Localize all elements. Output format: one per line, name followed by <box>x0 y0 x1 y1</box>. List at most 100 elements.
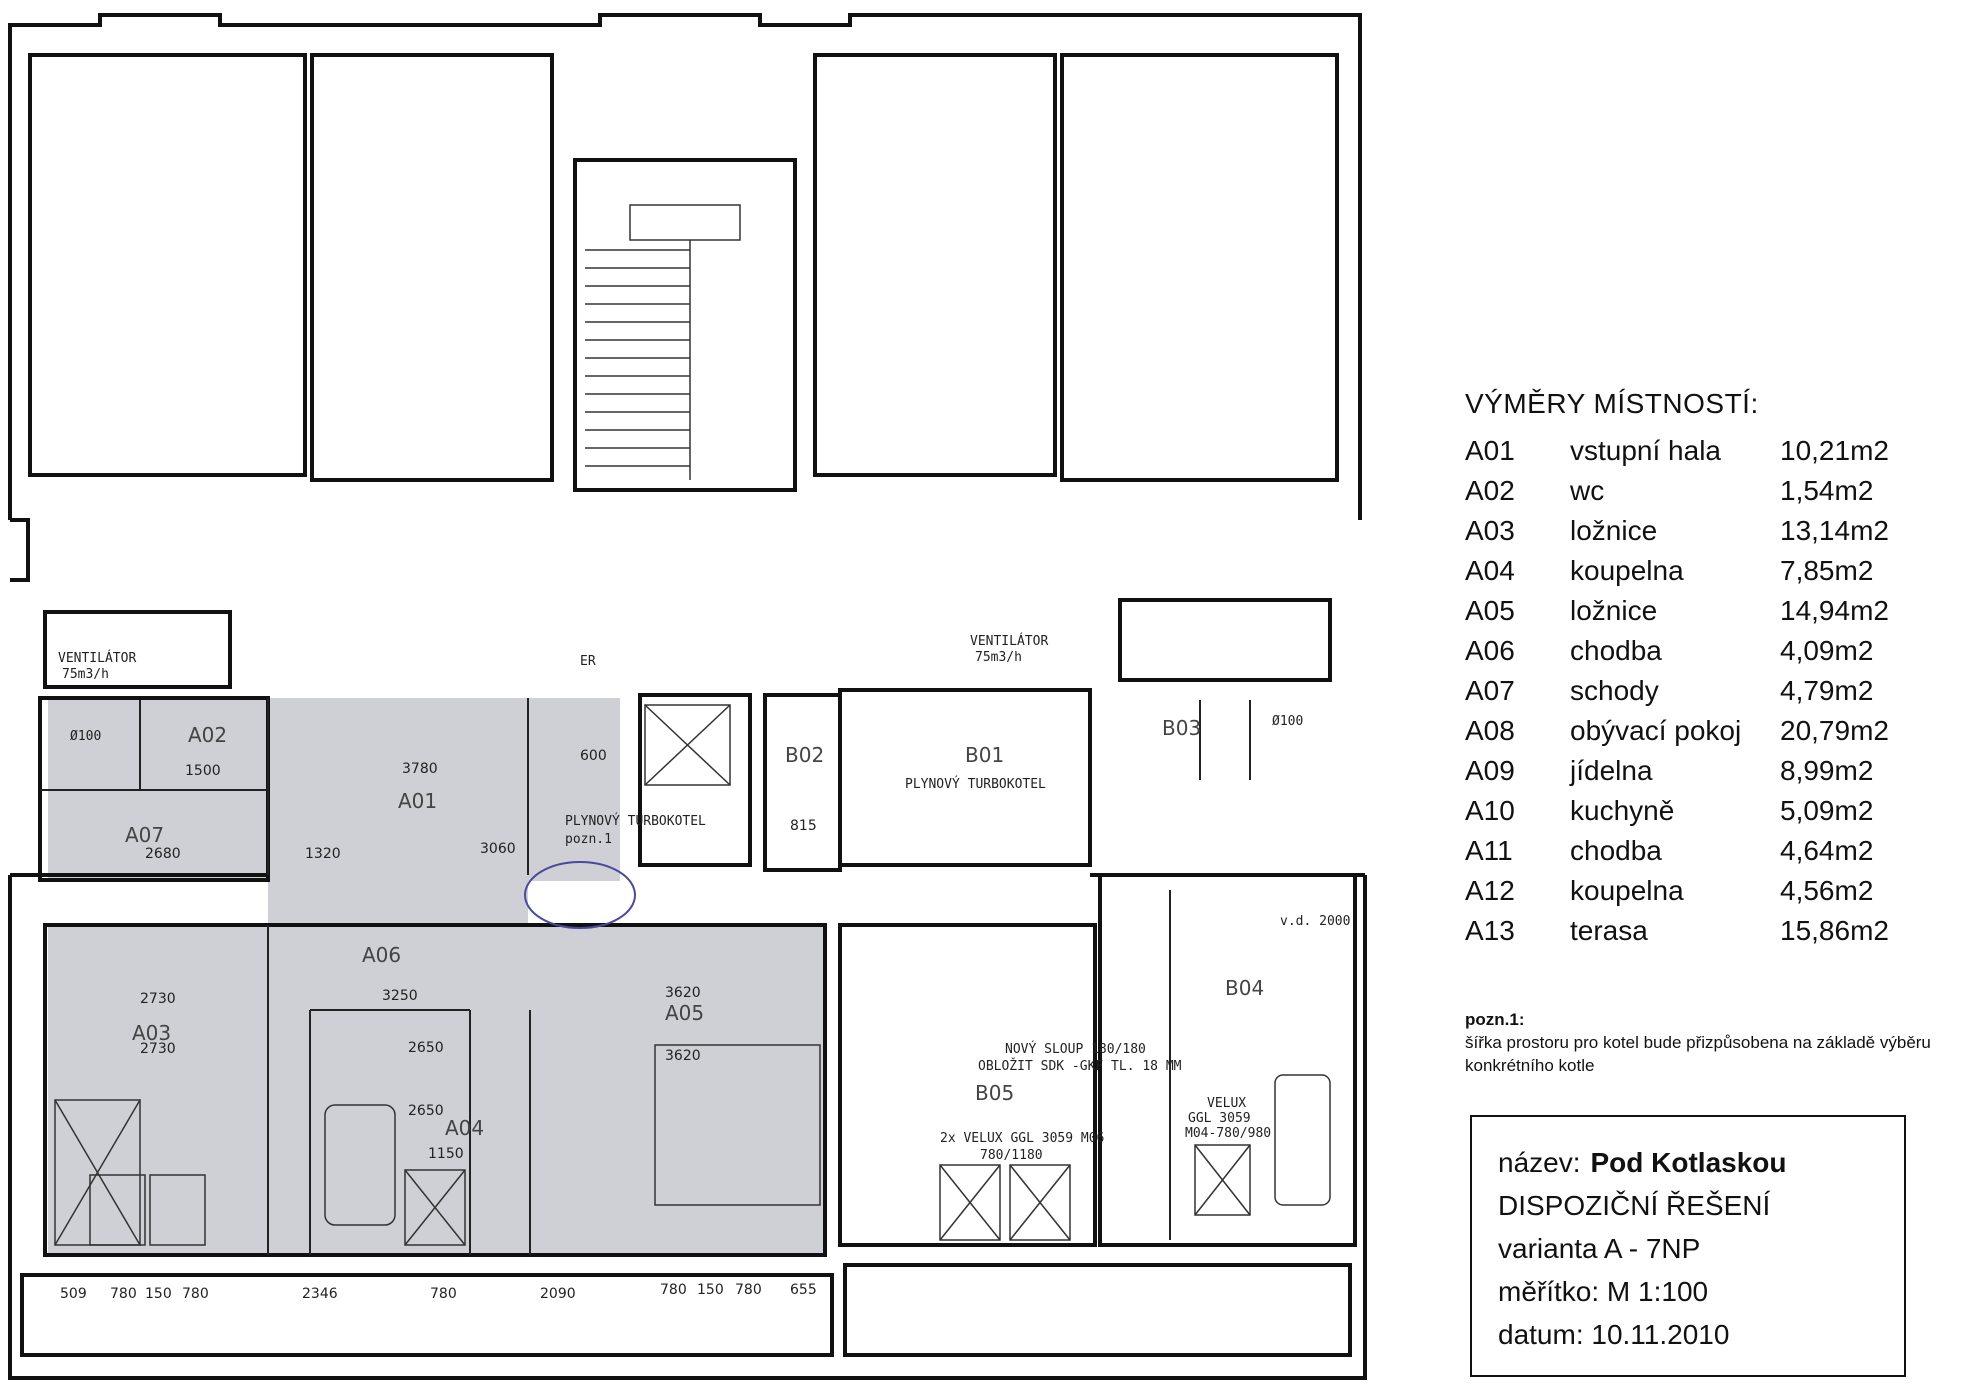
room-name: koupelna <box>1570 875 1684 906</box>
central-staircase <box>585 204 741 480</box>
title-line-1: DISPOZIČNÍ ŘEŠENÍ <box>1498 1190 1771 1221</box>
room-area: 14,94m2 <box>1780 595 1889 626</box>
room-area: 10,21m2 <box>1780 435 1889 466</box>
room-area: 4,56m2 <box>1780 875 1874 906</box>
dimension-label: 150 <box>145 1286 172 1302</box>
interior-lines <box>40 698 1251 1255</box>
dimension-label: 509 <box>60 1286 87 1302</box>
dimension-label: 780 <box>430 1286 457 1302</box>
room-area: 15,86m2 <box>1780 915 1889 946</box>
note-text: šířka prostoru pro kotel bude přizpůsobe… <box>1465 1033 1931 1075</box>
phi100-left-label: Ø100 <box>70 729 101 744</box>
plan-annotations: VENTILÁTOR 75m3/h VENTILÁTOR 75m3/h PLYN… <box>58 633 1350 1163</box>
dimension-label: 2730 <box>140 991 176 1007</box>
sloup-label-1: NOVÝ SLOUP 180/180 <box>1005 1041 1146 1057</box>
turbokotel-left-note: pozn.1 <box>565 832 612 847</box>
room-label-a07: A07 <box>125 823 164 847</box>
room-code: A12 <box>1465 875 1515 906</box>
velux-b05-label-2: 780/1180 <box>980 1148 1043 1163</box>
legend-row: A13 terasa 15,86m2 <box>1460 912 1889 952</box>
dimension-label: 3620 <box>665 1048 701 1064</box>
dimension-label: 1320 <box>305 846 341 862</box>
room-area: 4,64m2 <box>1780 835 1874 866</box>
legend-row: A06 chodba 4,09m2 <box>1460 632 1889 672</box>
dimension-label: 600 <box>580 748 607 764</box>
room-code: A05 <box>1465 595 1515 626</box>
room-name: koupelna <box>1570 555 1684 586</box>
vd-label: v.d. 2000 <box>1280 914 1350 929</box>
ventilator-right-flow: 75m3/h <box>975 650 1022 665</box>
room-area-legend: VÝMĚRY MÍSTNOSTÍ: A01 vstupní hala 10,21m2… <box>1460 388 1960 952</box>
dimension-label: 815 <box>790 818 817 834</box>
er-label: ER <box>580 654 596 669</box>
velux-b05-label-1: 2x VELUX GGL 3059 M06 <box>940 1131 1104 1146</box>
dimension-label: 3620 <box>665 985 701 1001</box>
dimension-label: 2730 <box>140 1041 176 1057</box>
dimension-label: 2650 <box>408 1040 444 1056</box>
dimension-label: 780 <box>110 1286 137 1302</box>
room-code: A08 <box>1465 715 1515 746</box>
boiler-note: pozn.1: šířka prostoru pro kotel bude př… <box>1465 1008 1965 1077</box>
room-code: A13 <box>1465 915 1515 946</box>
room-label-b04: B04 <box>1225 976 1264 1000</box>
room-area: 13,14m2 <box>1780 515 1889 546</box>
room-label-a05: A05 <box>665 1001 704 1025</box>
ventilator-right-label: VENTILÁTOR <box>970 633 1048 649</box>
room-name: obývací pokoj <box>1570 715 1742 746</box>
ventilator-left-label: VENTILÁTOR <box>58 650 136 666</box>
legend-row: A11 chodba 4,64m2 <box>1460 832 1889 872</box>
room-code: A06 <box>1465 635 1515 666</box>
title-block: název: Pod Kotlaskou DISPOZIČNÍ ŘEŠENÍ va… <box>1470 1115 1906 1377</box>
room-label-b01: B01 <box>965 743 1004 767</box>
dimension-chain: 509 780 150 780 2346 780 2090 780 150 78… <box>60 1282 817 1302</box>
dimension-label: 780 <box>182 1286 209 1302</box>
room-label-a02: A02 <box>188 723 227 747</box>
room-name: jídelna <box>1570 755 1653 786</box>
skylights <box>54 704 1331 1246</box>
legend-title: VÝMĚRY MÍSTNOSTÍ: <box>1465 388 1759 419</box>
room-code: A04 <box>1465 555 1515 586</box>
title-name-value: Pod Kotlaskou <box>1590 1147 1787 1178</box>
room-code: A01 <box>1465 435 1515 466</box>
room-name: vstupní hala <box>1570 435 1721 466</box>
title-name-label: název: <box>1498 1147 1581 1178</box>
room-label-a04: A04 <box>445 1116 484 1140</box>
room-code: A10 <box>1465 795 1515 826</box>
legend-row: A12 koupelna 4,56m2 <box>1460 872 1889 912</box>
room-name: wc <box>1570 475 1605 506</box>
room-label-a06: A06 <box>362 943 401 967</box>
room-name: terasa <box>1570 915 1648 946</box>
room-area: 5,09m2 <box>1780 795 1874 826</box>
dimension-label: 2680 <box>145 846 181 862</box>
room-area: 4,09m2 <box>1780 635 1874 666</box>
phi100-right-label: Ø100 <box>1272 714 1303 729</box>
room-code: A11 <box>1465 835 1513 866</box>
turbokotel-right-label: PLYNOVÝ TURBOKOTEL <box>905 776 1046 792</box>
turbokotel-left-label: PLYNOVÝ TURBOKOTEL <box>565 813 706 829</box>
room-label-a03: A03 <box>132 1021 171 1045</box>
ventilator-left-flow: 75m3/h <box>62 667 109 682</box>
dimension-label: 655 <box>790 1282 817 1298</box>
room-area: 20,79m2 <box>1780 715 1889 746</box>
room-area: 7,85m2 <box>1780 555 1874 586</box>
shaded-apartment-area <box>48 698 823 1255</box>
legend-row: A10 kuchyně 5,09m2 <box>1460 792 1889 832</box>
room-label-b02: B02 <box>785 743 824 767</box>
dimension-label: 2346 <box>302 1286 338 1302</box>
title-line-4: datum: 10.11.2010 <box>1498 1319 1730 1350</box>
room-label-b03: B03 <box>1162 716 1201 740</box>
room-name: ložnice <box>1570 515 1658 546</box>
room-name: kuchyně <box>1570 795 1675 826</box>
legend-row: A08 obývací pokoj 20,79m2 <box>1460 712 1889 752</box>
title-line-2: varianta A - 7NP <box>1498 1233 1701 1264</box>
dimension-label: 3060 <box>480 841 516 857</box>
room-name: chodba <box>1570 635 1662 666</box>
dimension-label: 780 <box>660 1282 687 1298</box>
room-name: chodba <box>1570 835 1662 866</box>
room-area: 8,99m2 <box>1780 755 1874 786</box>
room-code: A02 <box>1465 475 1515 506</box>
